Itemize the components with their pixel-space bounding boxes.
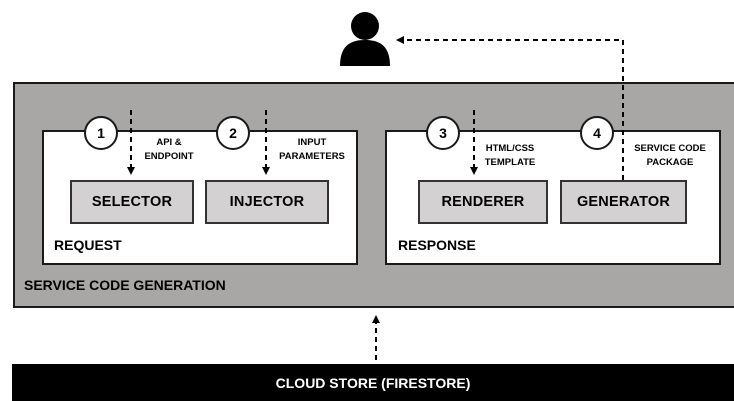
user-icon — [340, 12, 390, 66]
selector-box: SELECTOR — [70, 180, 194, 224]
step-4-note: SERVICE CODE PACKAGE — [634, 143, 706, 168]
response-label: RESPONSE — [398, 237, 476, 253]
cloud-store-bar: CLOUD STORE (FIRESTORE) — [12, 364, 734, 401]
generator-box: GENERATOR — [560, 180, 687, 224]
step-3-note: HTML/CSS TEMPLATE — [484, 143, 536, 168]
step-1-badge: 1 — [84, 116, 118, 150]
renderer-box: RENDERER — [418, 180, 548, 224]
request-label: REQUEST — [54, 237, 122, 253]
step-2-badge: 2 — [216, 116, 250, 150]
step-4-badge: 4 — [580, 116, 614, 150]
service-code-generation-label: SERVICE CODE GENERATION — [24, 277, 226, 293]
step-2-note: INPUT PARAMETERS — [279, 137, 345, 162]
injector-box: INJECTOR — [205, 180, 329, 224]
cloud-store-label: CLOUD STORE (FIRESTORE) — [275, 374, 471, 391]
step-3-badge: 3 — [426, 116, 460, 150]
step-1-note: API & ENDPOINT — [144, 137, 194, 162]
